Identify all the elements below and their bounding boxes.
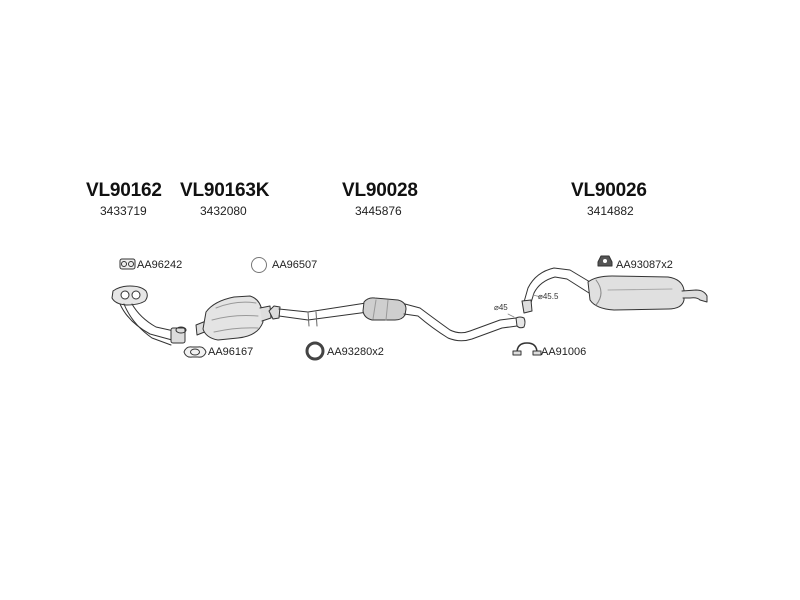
leader-line [507,313,515,318]
intermediate-pipe-drawing [268,297,526,342]
accessory-label: AA91006 [541,346,587,358]
front-pipe-drawing [111,285,187,346]
diameter-label: ⌀45 [494,303,508,312]
part-ref-3445876: 3445876 [355,204,402,218]
ring-gasket-icon [251,257,267,273]
part-ref-3414882: 3414882 [587,204,634,218]
accessory-label: AA96242 [137,259,183,271]
accessory-label: AA93280x2 [327,346,384,358]
accessory-label: AA96507 [272,259,318,271]
part-code-vl90026: VL90026 [571,180,647,201]
part-ref-3432080: 3432080 [200,204,247,218]
rubber-ring-icon [305,341,325,361]
mount-rubber-icon [597,255,613,267]
leader-line [532,294,542,298]
part-code-vl90163k: VL90163K [180,180,270,201]
accessory-label: AA93087x2 [616,259,673,271]
part-ref-3433719: 3433719 [100,204,147,218]
accessory-label: AA96167 [208,346,254,358]
flange-gasket-icon [119,258,136,270]
gasket-icon [183,346,207,358]
catalytic-converter-drawing [195,295,272,341]
clamp-icon [512,342,542,356]
part-code-vl90028: VL90028 [342,180,418,201]
rear-silencer-drawing [521,267,708,314]
part-code-vl90162: VL90162 [86,180,162,201]
diameter-label: ⌀45.5 [538,292,559,301]
